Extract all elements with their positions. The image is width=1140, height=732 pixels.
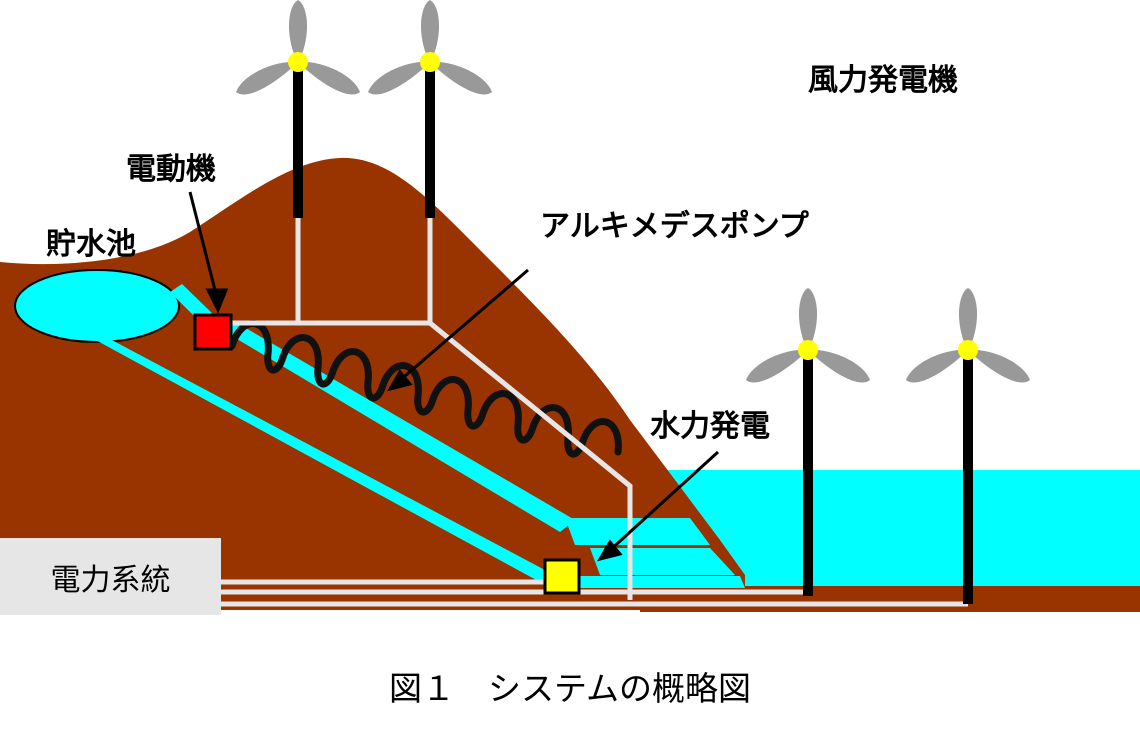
reservoir-label: 貯水池 [46,227,136,262]
water-step-3 [580,576,745,588]
turbine-tower [803,350,813,596]
turbine-blade [368,61,430,95]
turbine-hub [958,340,978,360]
arrow-motor [188,191,220,303]
motor-label: 電動機 [126,152,216,187]
turbine-blade [421,0,439,62]
turbine-blade [236,61,298,95]
annotation-arrows [188,191,720,562]
turbine-hub [288,52,308,72]
turbine-blade [968,349,1030,383]
arrow-hydro [606,450,720,554]
power-grid-box: 電力系統 [0,538,221,615]
archimedes-pump-label: アルキメデスポンプ [540,209,809,244]
turbine-blade [289,0,307,62]
arrow-pump [397,268,529,384]
water-step-2 [590,548,735,575]
wind-turbine-icon [746,288,870,596]
pump-channel [222,320,575,532]
turbine-blade [906,349,968,383]
turbine-hub [420,52,440,72]
screw-pump-icon [228,320,622,458]
penstock [92,338,560,582]
hydro-power-label: 水力発電 [650,409,770,444]
turbine-blade [298,61,360,95]
turbine-blade [959,288,977,350]
turbine-tower [963,350,973,604]
turbine-blade [430,61,492,95]
hill [0,157,1140,610]
power-grid-label: 電力系統 [50,562,171,598]
wind-turbine-icon [236,0,360,218]
motor-icon [193,313,233,351]
wind-turbine-icon [906,288,1030,604]
turbine-hub [798,340,818,360]
reservoir-outlet [170,284,215,322]
turbine-blade [746,349,808,383]
wind-turbine-icon [368,0,492,218]
power-lines [221,218,968,607]
figure-caption: 図１ システムの概略図 [388,669,751,708]
turbine-blade [799,288,817,350]
wind-turbine-label: 風力発電機 [808,63,958,98]
turbine-tower [293,62,303,218]
turbine-tower [425,62,435,218]
generator-icon [543,558,581,595]
water-step-1 [565,518,710,545]
reservoir-icon [14,269,180,343]
turbine-blade [808,349,870,383]
